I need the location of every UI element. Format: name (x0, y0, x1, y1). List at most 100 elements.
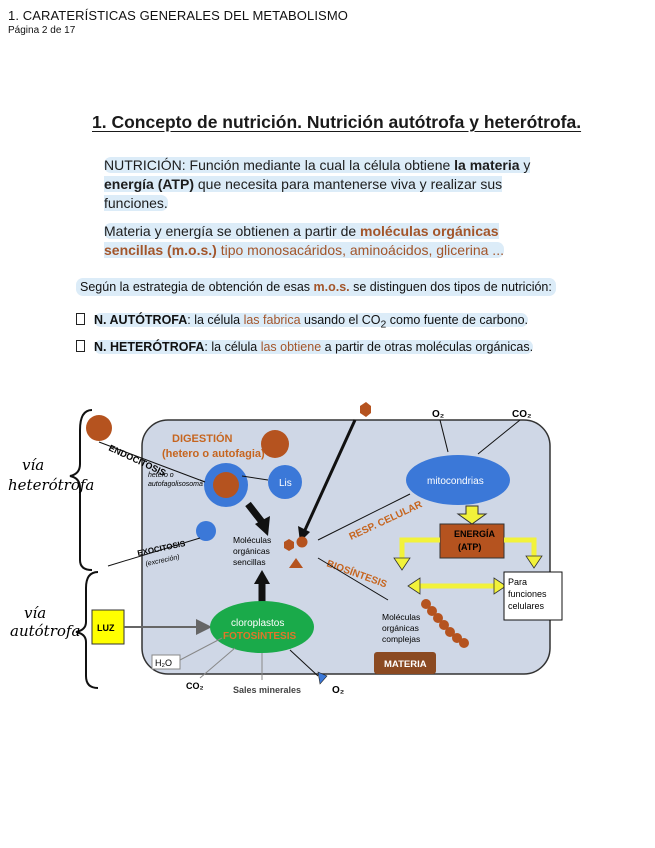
chain-unit (459, 638, 469, 648)
complex-molecule-chain (421, 599, 469, 648)
double-arrow-left (407, 577, 421, 595)
auto-hand-label-1: vía (24, 604, 46, 622)
hetero-hand-label-2: heterótrofa (8, 476, 94, 494)
materia-label: MATERIA (384, 659, 427, 670)
mos-line-1: Moléculas (233, 535, 271, 545)
mos-line-3: sencillas (233, 557, 266, 567)
exocytosis-line (107, 537, 201, 567)
brown-segment: las obtiene (260, 340, 322, 354)
chloroplasts-label: cloroplastos (231, 618, 284, 629)
hetero-small-2: autofagolisosoma (148, 481, 203, 488)
text-segment: : la célula (204, 340, 261, 354)
metabolism-diagram: vía heterótrofa vía autótrofa ENDOCITOSI… (8, 402, 563, 696)
mos-line-2: orgánicas (233, 546, 270, 556)
mitochondria-label: mitocondrias (427, 476, 484, 487)
small-connector (199, 479, 206, 483)
text-segment: Según la estrategia de obtención de esas (80, 280, 314, 294)
page-indicator: Página 2 de 17 (8, 25, 76, 36)
text-segment: Materia y energía se obtienen a partir d… (104, 223, 361, 239)
type-name: N. HETERÓTROFA (94, 340, 205, 354)
highlight-segment: moléculas orgánicas sencillas (m.o.s.) (104, 223, 499, 258)
chain-unit (427, 606, 437, 616)
autotrophic-item: N. AUTÓTROFA: la célula las fabrica usan… (76, 313, 529, 331)
co2-top-label: CO₂ (512, 409, 531, 420)
brown-segment: tipo monosacáridos, aminoácidos, gliceri… (216, 242, 504, 258)
energy-box (439, 523, 505, 559)
nutrition-definition: NUTRICIÓN: Función mediante la cual la c… (104, 156, 564, 213)
text-segment: y (519, 157, 531, 173)
hetero-small-1: hetero o (148, 472, 174, 479)
triangle-molecule (289, 558, 303, 568)
hetero-hand-label-1: vía (22, 456, 44, 474)
hetero-brace (69, 409, 93, 571)
lysosome-connector (241, 475, 269, 481)
food-particle (86, 415, 112, 441)
round-molecule (296, 536, 308, 548)
text-segment: usando el CO (300, 313, 381, 327)
water-box (151, 654, 181, 670)
text-segment: se distinguen dos tipos de nutrición: (349, 280, 552, 294)
water-label: H₂O (155, 658, 172, 668)
salts-label: Sales minerales (233, 685, 301, 695)
autotrophic-text: N. AUTÓTROFA: la célula las fabrica usan… (94, 313, 529, 331)
chloroplasts (210, 601, 314, 653)
intro-line: Según la estrategia de obtención de esas… (76, 278, 556, 296)
bold-segment: energía (ATP) (104, 176, 194, 192)
text-segment: como fuente de carbono. (386, 313, 529, 327)
down-arrow (456, 505, 488, 525)
complex-label-2: orgánicas (382, 623, 419, 633)
energy-right-arrowhead (525, 555, 543, 569)
co2-line (477, 419, 521, 455)
double-arrow-right (493, 577, 507, 595)
bullet-box-icon (76, 313, 85, 325)
o2-bottom-label: O₂ (332, 685, 344, 696)
auto-brace (75, 571, 99, 689)
co2-bottom-label: CO₂ (186, 681, 204, 691)
o2-out-line (289, 649, 319, 677)
functions-label-1: Para (508, 577, 527, 587)
text-segment: que necesita para mantenerse viva y real… (104, 176, 503, 211)
text-segment: : la célula (187, 313, 244, 327)
subscript: 2 (380, 319, 387, 331)
chain-unit (439, 620, 449, 630)
brown-segment: las fabrica (243, 313, 301, 327)
digestion-arrowhead (255, 516, 270, 536)
matter-energy-paragraph: Materia y energía se obtienen a partir d… (104, 222, 534, 260)
text-segment: a partir de otras moléculas orgánicas. (321, 340, 534, 354)
chain-unit (433, 613, 443, 623)
heterotrophic-item: N. HETERÓTROFA: la célula las obtiene a … (76, 340, 534, 354)
digestion-title: DIGESTIÓN (172, 432, 233, 445)
energy-left-arrowhead (393, 557, 411, 571)
digestion-arrow (245, 501, 265, 525)
functions-label-3: celulares (508, 601, 545, 611)
chain-unit (421, 599, 431, 609)
functions-label-2: funciones (508, 589, 547, 599)
chain-unit (445, 627, 455, 637)
endocytosis-line (98, 441, 206, 483)
document-header: 1. CARATERÍSTICAS GENERALES DEL METABOLI… (8, 8, 348, 36)
o2-out-arrowhead (317, 671, 328, 685)
exocytosis-vesicle (196, 521, 216, 541)
mitochondria (406, 455, 510, 505)
food-particle (261, 430, 289, 458)
co2-line (199, 647, 236, 679)
energy-left-path (399, 537, 440, 560)
biosynthesis-line (317, 557, 389, 601)
respiration-line (317, 493, 411, 541)
heterotrophic-text: N. HETERÓTROFA: la célula las obtiene a … (94, 340, 534, 354)
fotosintesis-label: FOTOSÍNTESIS (223, 629, 296, 642)
o2-top-label: O₂ (432, 409, 444, 420)
materia-box (374, 652, 436, 674)
bullet-box-icon (76, 340, 85, 352)
lysosome-label: Lis (279, 478, 292, 489)
light-label: LUZ (97, 623, 115, 633)
water-line (179, 637, 223, 661)
energy-label-1: ENERGÍA (454, 529, 496, 539)
text-segment: NUTRICIÓN: Función mediante la cual la c… (104, 157, 455, 173)
section-title: 1. Concepto de nutrición. Nutrición autó… (92, 112, 582, 132)
complex-label-1: Moléculas (382, 612, 420, 622)
bold-segment: la materia (454, 157, 520, 173)
entry-arrow (303, 419, 357, 531)
photosynthesis-arrowhead (254, 570, 270, 584)
auto-hand-label-2: autótrofa (10, 622, 80, 640)
